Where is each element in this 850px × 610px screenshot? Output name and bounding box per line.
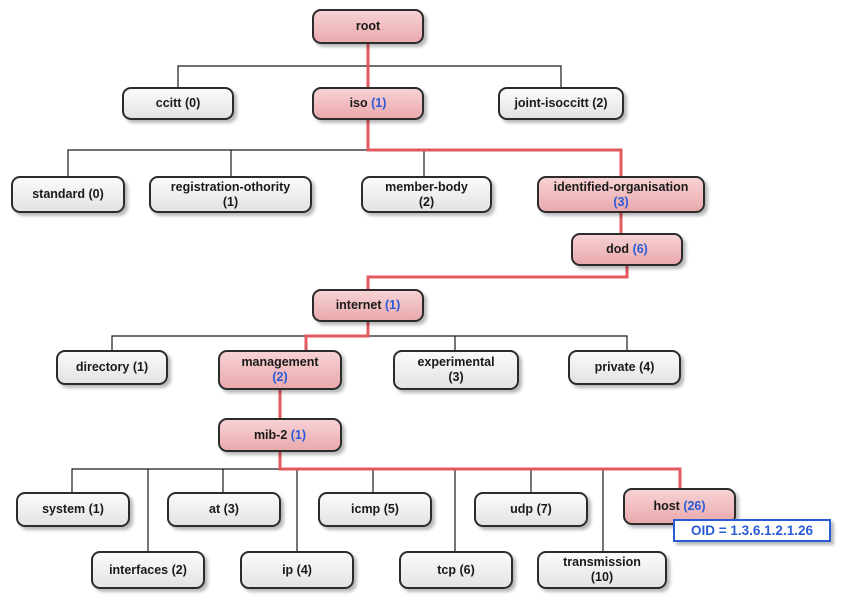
node-experimental[interactable]: experimental (3) [393,350,519,390]
node-number: (10) [590,570,614,584]
node-number: (3) [448,370,464,384]
node-label: directory [75,360,130,374]
node-tcp[interactable]: tcp (6) [399,551,513,589]
node-at[interactable]: at (3) [167,492,281,527]
node-management[interactable]: management (2) [218,350,342,390]
node-label: member-body [385,179,468,194]
node-label: root [355,19,381,33]
node-dod[interactable]: dod (6) [571,233,683,266]
node-label: host [653,499,680,513]
node-icmp[interactable]: icmp (5) [318,492,432,527]
node-label: mib-2 [253,427,288,442]
node-label: identified-organisation [553,179,689,194]
node-udp[interactable]: udp (7) [474,492,588,527]
node-label: private [594,360,636,374]
node-number: (2) [592,96,608,110]
node-interfaces[interactable]: interfaces (2) [91,551,205,589]
oid-label: OID = 1.3.6.1.2.1.26 [673,519,831,542]
node-number: (2) [171,562,187,577]
node-number: (3) [613,194,629,209]
node-number: (1) [132,360,149,374]
node-number: (1) [88,502,104,516]
node-number: (5) [383,502,399,516]
node-label: interfaces [109,562,169,577]
node-number: (4) [296,562,312,577]
node-number: (0) [184,96,201,110]
highlighted-path [278,44,682,488]
node-label: iso [349,96,368,110]
node-label: icmp [351,502,381,516]
node-joint-isoccitt[interactable]: joint-isoccitt (2) [498,87,624,120]
node-label: registration-othority [170,179,291,194]
node-ccitt[interactable]: ccitt (0) [122,87,234,120]
node-label: dod [606,242,630,256]
node-ip[interactable]: ip (4) [240,551,354,589]
node-label: management [241,355,319,369]
node-number: (3) [223,502,239,516]
node-number: (6) [632,242,648,256]
node-number: (6) [459,562,475,577]
node-number: (1) [290,427,307,442]
node-label: tcp [437,562,456,577]
node-label: transmission [563,555,641,569]
node-number: (1) [385,298,401,312]
node-number: (26) [683,499,706,513]
node-number: (7) [536,502,552,516]
node-number: (2) [272,370,288,384]
node-number: (2) [418,194,435,209]
node-label: system [42,502,86,516]
node-iso[interactable]: iso (1) [312,87,424,120]
node-internet[interactable]: internet (1) [312,289,424,322]
node-transmission[interactable]: transmission (10) [537,551,667,589]
node-number: (1) [371,96,387,110]
node-system[interactable]: system (1) [16,492,130,527]
node-private[interactable]: private (4) [568,350,681,385]
node-label: internet [335,298,382,312]
node-mib-2[interactable]: mib-2 (1) [218,418,342,452]
node-registration-authority[interactable]: registration-othority (1) [149,176,312,213]
node-member-body[interactable]: member-body (2) [361,176,492,213]
node-label: udp [510,502,534,516]
node-label: at [209,502,221,516]
node-label: ip [282,562,294,577]
node-standard[interactable]: standard (0) [11,176,125,213]
node-label: standard [32,187,86,201]
node-label: joint-isoccitt [514,96,589,110]
node-root[interactable]: root [312,9,424,44]
node-number: (0) [88,187,104,201]
node-label: ccitt [155,96,182,110]
node-number: (4) [639,360,655,374]
node-label: experimental [417,355,495,369]
node-directory[interactable]: directory (1) [56,350,168,385]
node-number: (1) [222,194,239,209]
node-identified-organisation[interactable]: identified-organisation (3) [537,176,705,213]
